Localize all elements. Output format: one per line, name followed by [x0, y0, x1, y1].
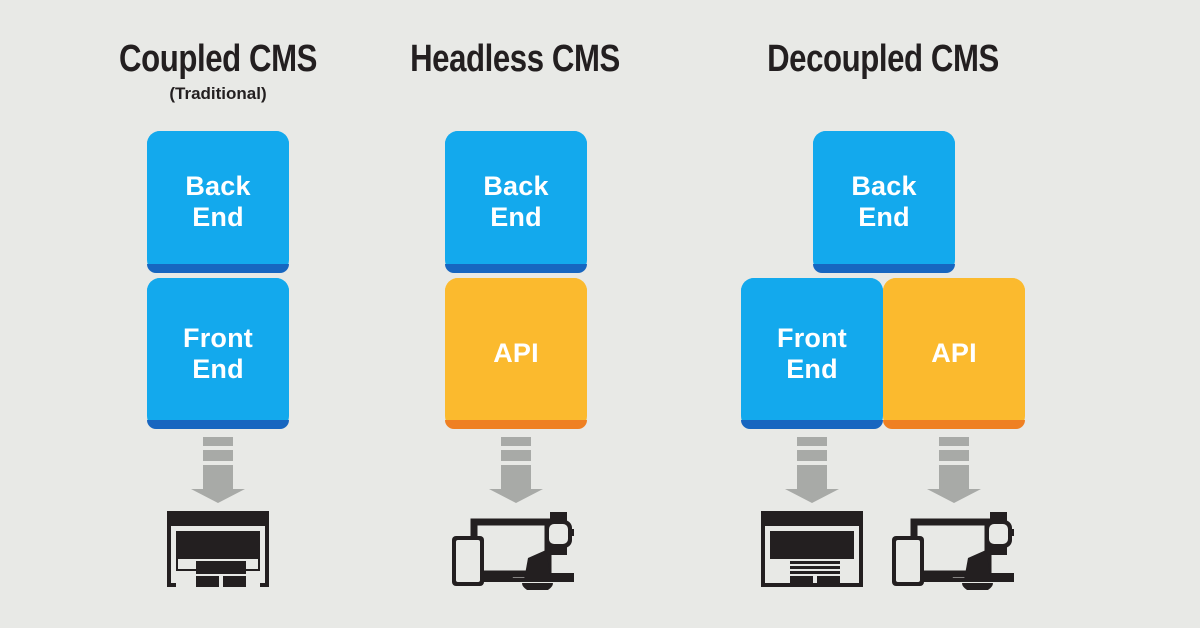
smartphone-icon — [452, 536, 484, 586]
block-decoupled-front-end[interactable]: Front End — [741, 278, 883, 429]
down-arrow-icon-headless — [489, 437, 543, 503]
multi-device-icon-headless — [452, 512, 574, 590]
block-label: Front End — [777, 322, 847, 384]
block-coupled-back-end[interactable]: Back End — [147, 131, 289, 273]
block-label: Back End — [851, 171, 917, 232]
block-headless-back-end[interactable]: Back End — [445, 131, 587, 273]
block-decoupled-back-end[interactable]: Back End — [813, 131, 955, 273]
browser-wireframe-icon-decoupled — [761, 511, 863, 587]
smartwatch-icon — [545, 512, 574, 555]
block-headless-api[interactable]: API — [445, 278, 587, 429]
smartwatch-icon — [985, 512, 1014, 555]
down-arrow-icon-decoupled-devices — [927, 437, 981, 503]
block-label: Back End — [483, 171, 549, 232]
multi-device-icon-decoupled — [892, 512, 1014, 590]
down-arrow-icon-decoupled-web — [785, 437, 839, 503]
block-label: API — [493, 338, 539, 368]
block-decoupled-api[interactable]: API — [883, 278, 1025, 429]
block-label: Front End — [183, 322, 253, 384]
smart-speaker-icon — [962, 550, 993, 590]
browser-wireframe-icon-coupled — [167, 511, 269, 587]
smartphone-icon — [892, 536, 924, 586]
down-arrow-icon-coupled — [191, 437, 245, 503]
column-title-coupled: Coupled CMS — [118, 38, 318, 80]
column-subtitle-coupled: (Traditional) — [169, 84, 267, 103]
smart-speaker-icon — [522, 550, 553, 590]
block-label: Back End — [185, 171, 251, 232]
column-title-decoupled: Decoupled CMS — [767, 38, 999, 80]
block-label: API — [931, 338, 977, 368]
column-title-headless: Headless CMS — [410, 38, 620, 80]
block-coupled-front-end[interactable]: Front End — [147, 278, 289, 429]
